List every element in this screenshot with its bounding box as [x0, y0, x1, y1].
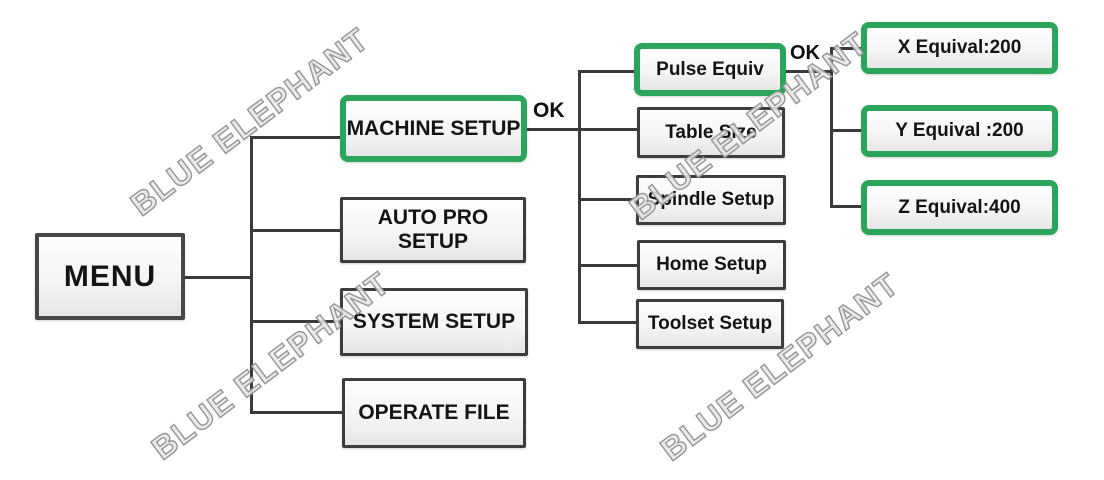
node-x-equival: X Equival:200: [861, 22, 1058, 74]
node-spindle-setup: Spindle Setup: [636, 175, 786, 225]
connector-trunk-3: [830, 47, 833, 208]
node-operate-file-label: OPERATE FILE: [358, 401, 510, 424]
node-home-setup: Home Setup: [637, 240, 786, 290]
connector-y-equival: [832, 129, 862, 132]
connector-machine-to-table-size: [527, 128, 637, 131]
node-home-setup-label: Home Setup: [656, 254, 767, 275]
node-machine-setup-label: MACHINE SETUP: [346, 116, 521, 140]
watermark-blue-elephant: BLUE ELEPHANT: [653, 265, 906, 468]
edge-label-ok-machine-setup: OK: [533, 99, 565, 122]
connector-home-setup: [579, 264, 637, 267]
node-operate-file: OPERATE FILE: [342, 378, 526, 448]
node-spindle-setup-label: Spindle Setup: [647, 189, 775, 210]
connector-operate-file: [252, 411, 342, 414]
connector-toolset-setup: [579, 321, 636, 324]
node-machine-setup: MACHINE SETUP: [340, 95, 527, 162]
connector-system-setup: [252, 320, 340, 323]
node-y-equival-label: Y Equival :200: [895, 120, 1024, 141]
node-table-size: Table Size: [637, 107, 785, 158]
node-table-size-label: Table Size: [665, 121, 757, 143]
connector-trunk-2: [578, 70, 581, 324]
node-menu-label: MENU: [63, 259, 157, 293]
edge-label-ok-pulse-equiv: OK: [790, 42, 820, 64]
node-x-equival-label: X Equival:200: [897, 37, 1022, 58]
connector-menu-trunk: [185, 276, 253, 279]
node-auto-pro-setup-label: AUTO PRO SETUP: [377, 206, 489, 253]
connector-auto-pro-setup: [252, 229, 340, 232]
connector-machine-setup: [252, 136, 340, 139]
connector-spindle-setup: [579, 198, 636, 201]
node-y-equival: Y Equival :200: [861, 105, 1058, 157]
node-toolset-setup: Toolset Setup: [636, 299, 784, 349]
node-system-setup: SYSTEM SETUP: [340, 288, 528, 356]
connector-z-equival: [832, 205, 862, 208]
node-z-equival: Z Equival:400: [861, 180, 1058, 235]
node-menu: MENU: [35, 233, 185, 320]
connector-pulse-equiv: [579, 70, 635, 73]
node-pulse-equiv: Pulse Equiv: [634, 43, 786, 96]
node-system-setup-label: SYSTEM SETUP: [352, 310, 516, 333]
connector-pulse-to-trunk-3: [786, 70, 833, 73]
node-auto-pro-setup: AUTO PRO SETUP: [340, 197, 526, 263]
node-z-equival-label: Z Equival:400: [898, 196, 1021, 218]
node-pulse-equiv-label: Pulse Equiv: [656, 58, 764, 80]
node-toolset-setup-label: Toolset Setup: [647, 313, 773, 334]
connector-trunk-1: [250, 136, 253, 414]
connector-x-equival: [832, 47, 862, 50]
